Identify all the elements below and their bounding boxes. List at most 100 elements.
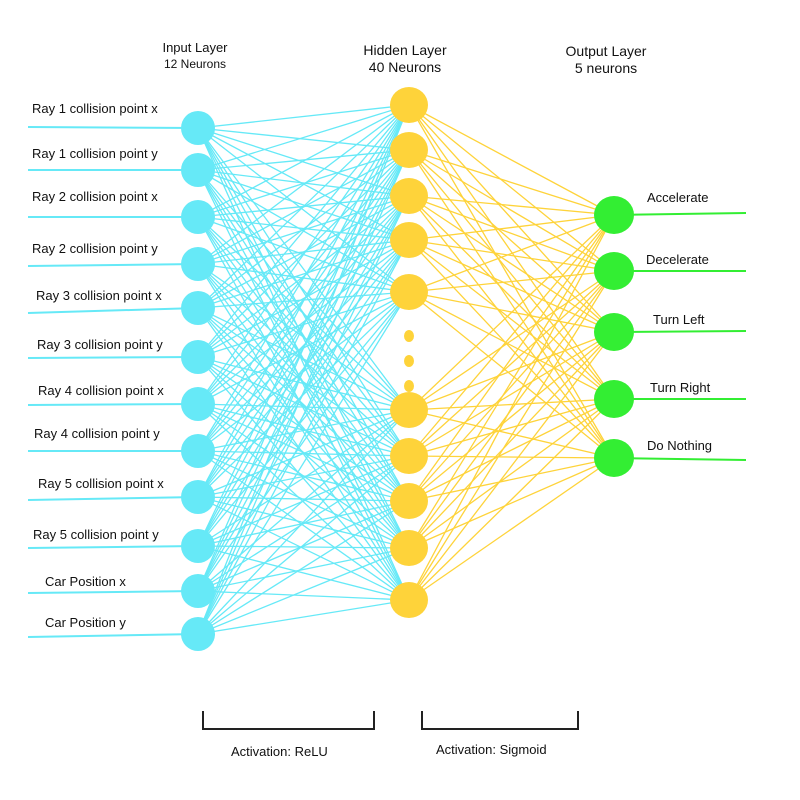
input-label: Ray 3 collision point x bbox=[36, 288, 162, 303]
ellipsis-dot bbox=[404, 355, 414, 367]
input-line bbox=[27, 633, 199, 638]
connection-line bbox=[197, 169, 410, 502]
output-label: Turn Left bbox=[653, 312, 705, 327]
connection-line bbox=[197, 127, 410, 293]
connection-line bbox=[408, 214, 615, 411]
connection-line bbox=[197, 104, 410, 171]
connection-line bbox=[197, 545, 410, 601]
connection-line bbox=[408, 455, 615, 459]
connection-line bbox=[408, 291, 615, 459]
connection-line bbox=[197, 149, 410, 498]
connection-line bbox=[197, 403, 410, 411]
input-layer-name: Input Layer bbox=[162, 40, 228, 55]
input-hidden-connections bbox=[197, 104, 410, 635]
connection-line bbox=[197, 127, 410, 411]
input-layer-count: 12 Neurons bbox=[163, 57, 227, 71]
input-neuron bbox=[181, 480, 215, 514]
connection-line bbox=[197, 149, 410, 171]
connection-line bbox=[408, 457, 615, 549]
hidden-neuron bbox=[390, 530, 428, 566]
connection-line bbox=[408, 398, 615, 457]
connection-line bbox=[197, 291, 410, 635]
connection-line bbox=[197, 356, 410, 411]
connection-line bbox=[197, 239, 410, 358]
input-neuron bbox=[181, 153, 215, 187]
connection-line bbox=[197, 104, 410, 592]
connection-line bbox=[197, 599, 410, 635]
output-layer-name: Output Layer bbox=[565, 43, 647, 59]
connection-line bbox=[408, 214, 615, 241]
connection-line bbox=[408, 214, 615, 549]
output-line bbox=[613, 330, 747, 333]
connection-line bbox=[197, 409, 410, 452]
connection-line bbox=[408, 214, 615, 601]
connection-line bbox=[197, 169, 410, 241]
input-layer-title: Input Layer 12 Neurons bbox=[135, 39, 255, 73]
sigmoid-bracket bbox=[421, 711, 579, 730]
connection-line bbox=[408, 214, 615, 502]
connection-line bbox=[408, 457, 615, 601]
connection-line bbox=[408, 270, 615, 549]
sigmoid-activation-label: Activation: Sigmoid bbox=[436, 742, 547, 757]
output-line bbox=[613, 457, 747, 461]
input-label: Ray 1 collision point y bbox=[32, 146, 158, 161]
connection-line bbox=[408, 270, 615, 601]
connection-line bbox=[408, 195, 615, 400]
input-neuron bbox=[181, 574, 215, 608]
input-label: Ray 4 collision point x bbox=[38, 383, 164, 398]
connection-line bbox=[408, 270, 615, 457]
output-line bbox=[613, 212, 747, 216]
connection-line bbox=[197, 547, 410, 635]
input-neuron bbox=[181, 340, 215, 374]
connection-line bbox=[197, 403, 410, 601]
input-label: Ray 5 collision point y bbox=[33, 527, 159, 542]
input-neuron bbox=[181, 434, 215, 468]
connection-line bbox=[408, 398, 615, 601]
input-neuron bbox=[181, 200, 215, 234]
input-neuron bbox=[181, 291, 215, 325]
connection-line bbox=[408, 398, 615, 549]
connection-line bbox=[197, 104, 410, 265]
connection-line bbox=[197, 496, 410, 601]
connection-line bbox=[197, 307, 410, 502]
output-neuron bbox=[594, 196, 634, 234]
connection-line bbox=[197, 263, 410, 411]
connection-line bbox=[408, 239, 615, 459]
output-layer-count: 5 neurons bbox=[574, 60, 638, 76]
output-neuron bbox=[594, 380, 634, 418]
input-label: Ray 1 collision point x bbox=[32, 101, 158, 116]
input-neuron bbox=[181, 387, 215, 421]
hidden-neuron bbox=[390, 582, 428, 618]
relu-activation-label: Activation: ReLU bbox=[231, 744, 328, 759]
connection-line bbox=[197, 127, 410, 549]
connection-line bbox=[197, 547, 410, 592]
connection-line bbox=[197, 104, 410, 218]
connection-line bbox=[197, 409, 410, 498]
connection-line bbox=[197, 455, 410, 498]
connection-line bbox=[408, 398, 615, 411]
connection-line bbox=[408, 149, 615, 216]
connection-line bbox=[197, 356, 410, 502]
input-label: Ray 3 collision point y bbox=[37, 337, 163, 352]
relu-bracket bbox=[202, 711, 375, 730]
connection-line bbox=[197, 409, 410, 635]
connection-line bbox=[197, 307, 410, 411]
connection-line bbox=[197, 104, 410, 635]
connection-line bbox=[408, 149, 615, 400]
connection-line bbox=[197, 216, 410, 411]
input-line bbox=[27, 356, 199, 359]
connection-line bbox=[408, 104, 615, 216]
input-label: Ray 2 collision point x bbox=[32, 189, 158, 204]
hidden-neuron bbox=[390, 392, 428, 428]
hidden-neuron bbox=[390, 87, 428, 123]
connection-line bbox=[197, 127, 410, 601]
input-line bbox=[27, 403, 199, 406]
connection-line bbox=[408, 149, 615, 272]
connection-line bbox=[197, 450, 410, 601]
connection-line bbox=[408, 409, 615, 459]
input-lines bbox=[27, 126, 199, 638]
connection-line bbox=[197, 104, 410, 547]
output-label: Do Nothing bbox=[647, 438, 713, 453]
input-neuron bbox=[181, 247, 215, 281]
